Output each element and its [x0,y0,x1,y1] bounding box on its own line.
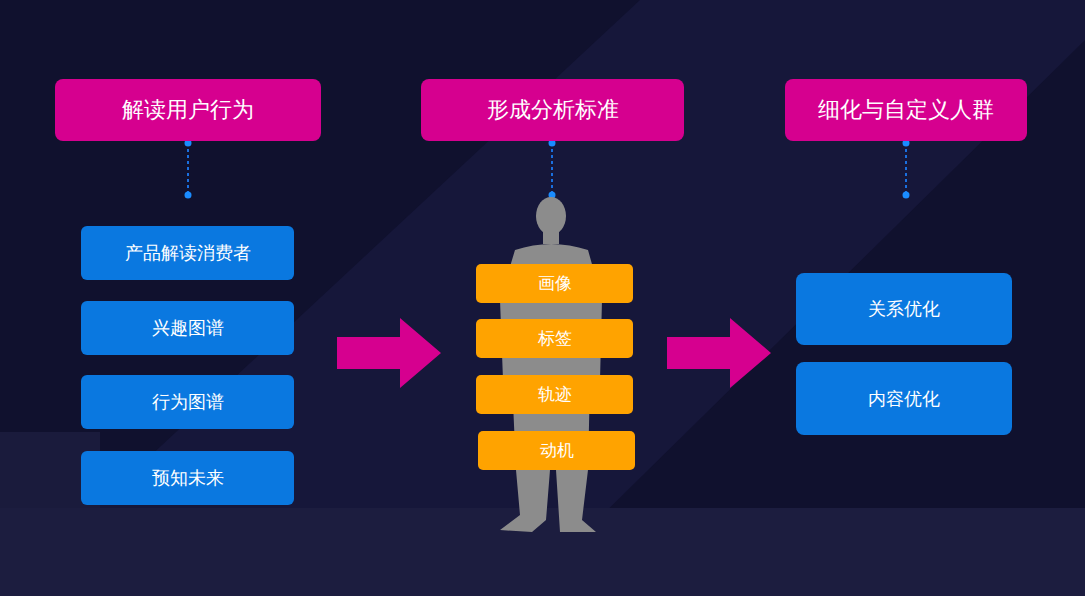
node-label: 画像 [538,272,572,295]
node-label: 动机 [540,439,574,462]
node-label: 标签 [538,327,572,350]
node-label: 预知未来 [152,466,224,490]
node-label: 兴趣图谱 [152,316,224,340]
tag-box: 画像 [476,264,633,303]
node-label: 产品解读消费者 [125,241,251,265]
header-box: 细化与自定义人群 [785,79,1027,141]
node-label: 形成分析标准 [487,95,619,125]
header-box: 解读用户行为 [55,79,321,141]
person-silhouette [500,197,602,532]
process-box: 预知未来 [81,451,294,505]
leader-dot [185,140,910,199]
tag-box: 标签 [476,319,633,358]
node-label: 解读用户行为 [122,95,254,125]
tag-box: 轨迹 [476,375,633,414]
process-box: 产品解读消费者 [81,226,294,280]
process-box: 行为图谱 [81,375,294,429]
node-label: 关系优化 [868,297,940,321]
node-label: 内容优化 [868,387,940,411]
header-box: 形成分析标准 [421,79,684,141]
node-label: 轨迹 [538,383,572,406]
process-box: 内容优化 [796,362,1012,435]
process-box: 兴趣图谱 [81,301,294,355]
dotted-leader [188,143,906,195]
node-label: 细化与自定义人群 [818,95,994,125]
tag-box: 动机 [478,431,635,470]
process-box: 关系优化 [796,273,1012,345]
node-label: 行为图谱 [152,390,224,414]
